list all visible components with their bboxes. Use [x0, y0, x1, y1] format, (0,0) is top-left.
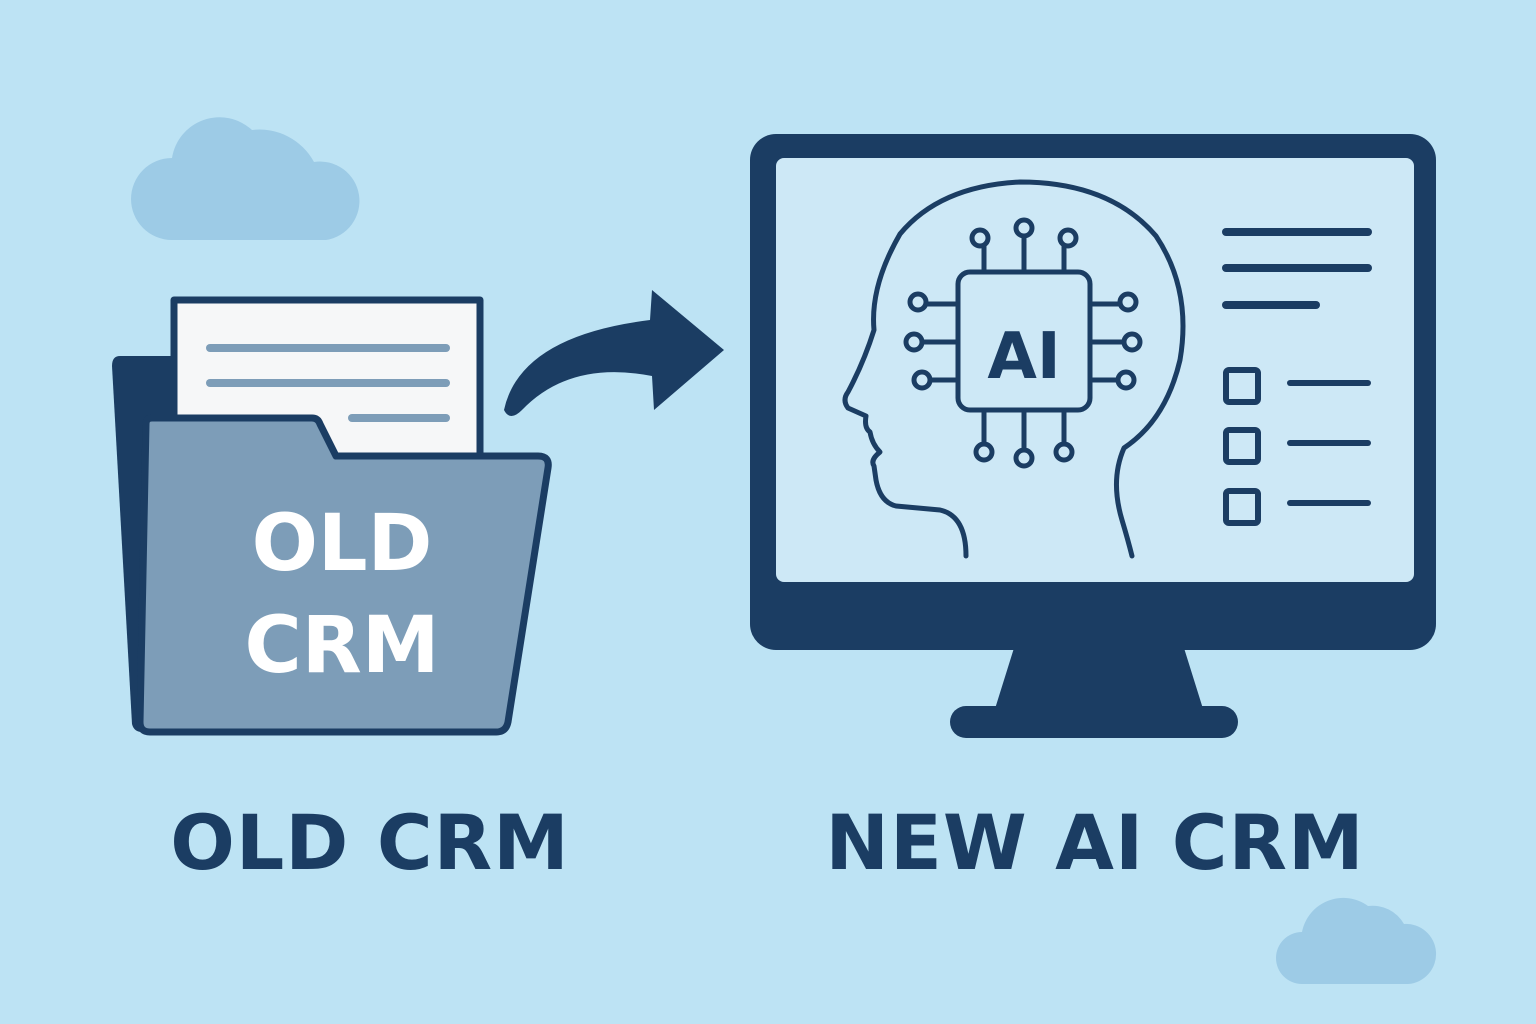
new-ai-crm-caption: NEW AI CRM	[825, 798, 1365, 887]
screen-text-lines	[1222, 228, 1372, 309]
chip-icon	[903, 217, 1143, 469]
cloud-icon	[1276, 897, 1437, 984]
head-icon	[842, 179, 1186, 559]
monitor-icon: AI	[750, 134, 1436, 738]
chip-label: AI	[987, 320, 1060, 394]
checklist	[1223, 367, 1371, 526]
arrow-icon	[504, 290, 724, 416]
checkbox-icon	[1223, 488, 1261, 526]
folder-label-line-2: CRM	[245, 601, 440, 691]
old-crm-caption: OLD CRM	[170, 798, 570, 887]
folder-icon: OLD CRM	[112, 296, 552, 736]
cloud-icon	[131, 117, 360, 240]
folder-label-line-1: OLD	[252, 499, 433, 589]
checkbox-icon	[1223, 367, 1261, 405]
monitor-screen	[776, 158, 1414, 582]
checkbox-icon	[1223, 427, 1261, 465]
